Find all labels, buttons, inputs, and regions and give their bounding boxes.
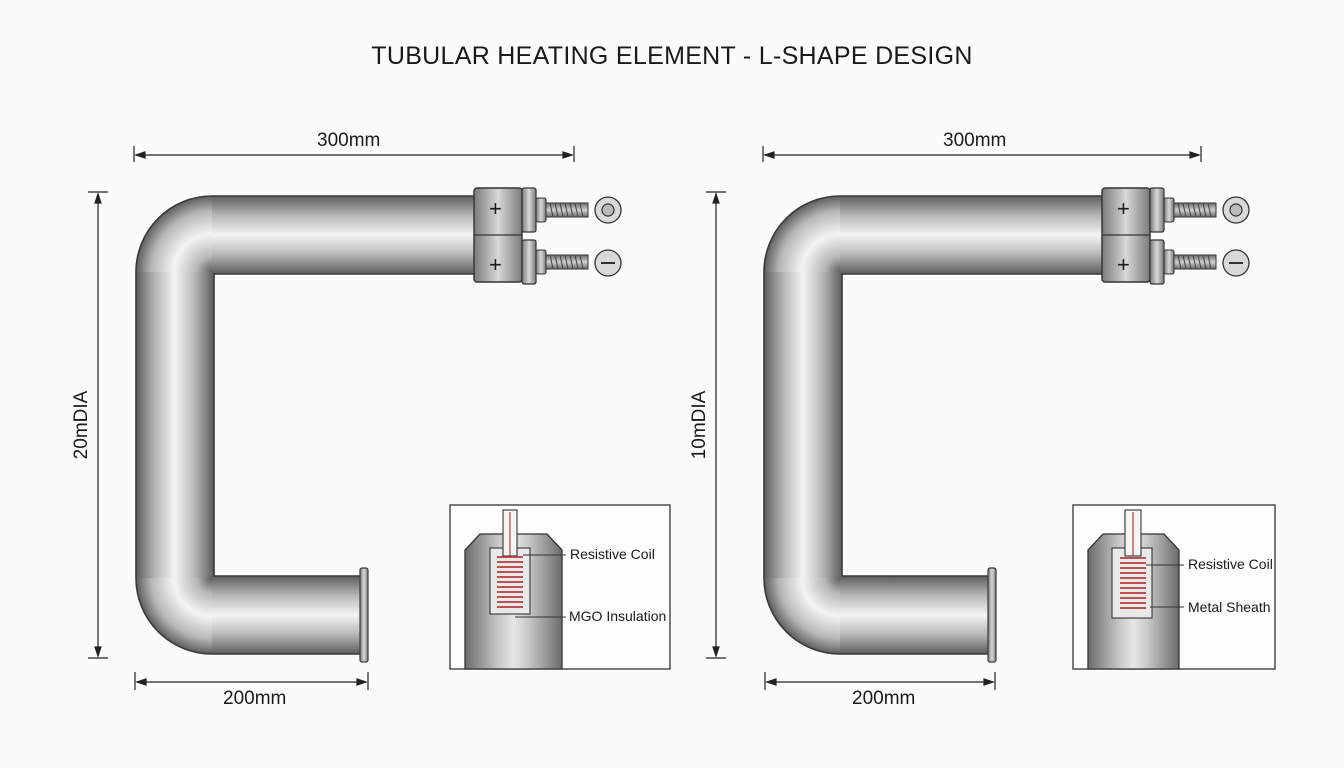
left-height-label: 20mDIA bbox=[71, 390, 92, 460]
left-heating-element bbox=[88, 146, 671, 690]
right-l-shaped-tube bbox=[763, 195, 1105, 663]
left-bottom-length-label: 200mm bbox=[223, 688, 287, 709]
right-height-dimension-line bbox=[706, 191, 726, 659]
right-callout-metal-sheath: Metal Sheath bbox=[1188, 599, 1271, 615]
right-heating-element bbox=[706, 146, 1276, 690]
right-width-label: 300mm bbox=[943, 130, 1007, 151]
right-height-label: 10mDIA bbox=[689, 390, 710, 460]
left-l-shaped-tube bbox=[135, 195, 477, 663]
right-bottom-dimension-line bbox=[764, 672, 996, 690]
page-title: TUBULAR HEATING ELEMENT - L-SHAPE DESIGN bbox=[371, 42, 973, 70]
left-callout-resistive-coil: Resistive Coil bbox=[570, 546, 655, 562]
right-bottom-length-label: 200mm bbox=[852, 688, 916, 709]
left-cross-section-inset bbox=[449, 504, 671, 670]
left-height-dimension-line bbox=[88, 191, 108, 659]
left-terminal-top-symbol: + bbox=[489, 196, 502, 221]
right-cross-section-inset bbox=[1072, 504, 1276, 670]
right-terminal-bottom-symbol: + bbox=[1117, 252, 1130, 277]
right-callout-resistive-coil: Resistive Coil bbox=[1188, 556, 1273, 572]
left-bottom-dimension-line bbox=[134, 672, 369, 690]
left-callout-mgo-insulation: MGO Insulation bbox=[569, 608, 667, 624]
right-width-dimension-line bbox=[762, 146, 1202, 162]
right-terminal-top-symbol: + bbox=[1117, 196, 1130, 221]
left-terminal-bottom-symbol: + bbox=[489, 252, 502, 277]
left-width-label: 300mm bbox=[317, 130, 381, 151]
left-width-dimension-line bbox=[133, 146, 575, 162]
